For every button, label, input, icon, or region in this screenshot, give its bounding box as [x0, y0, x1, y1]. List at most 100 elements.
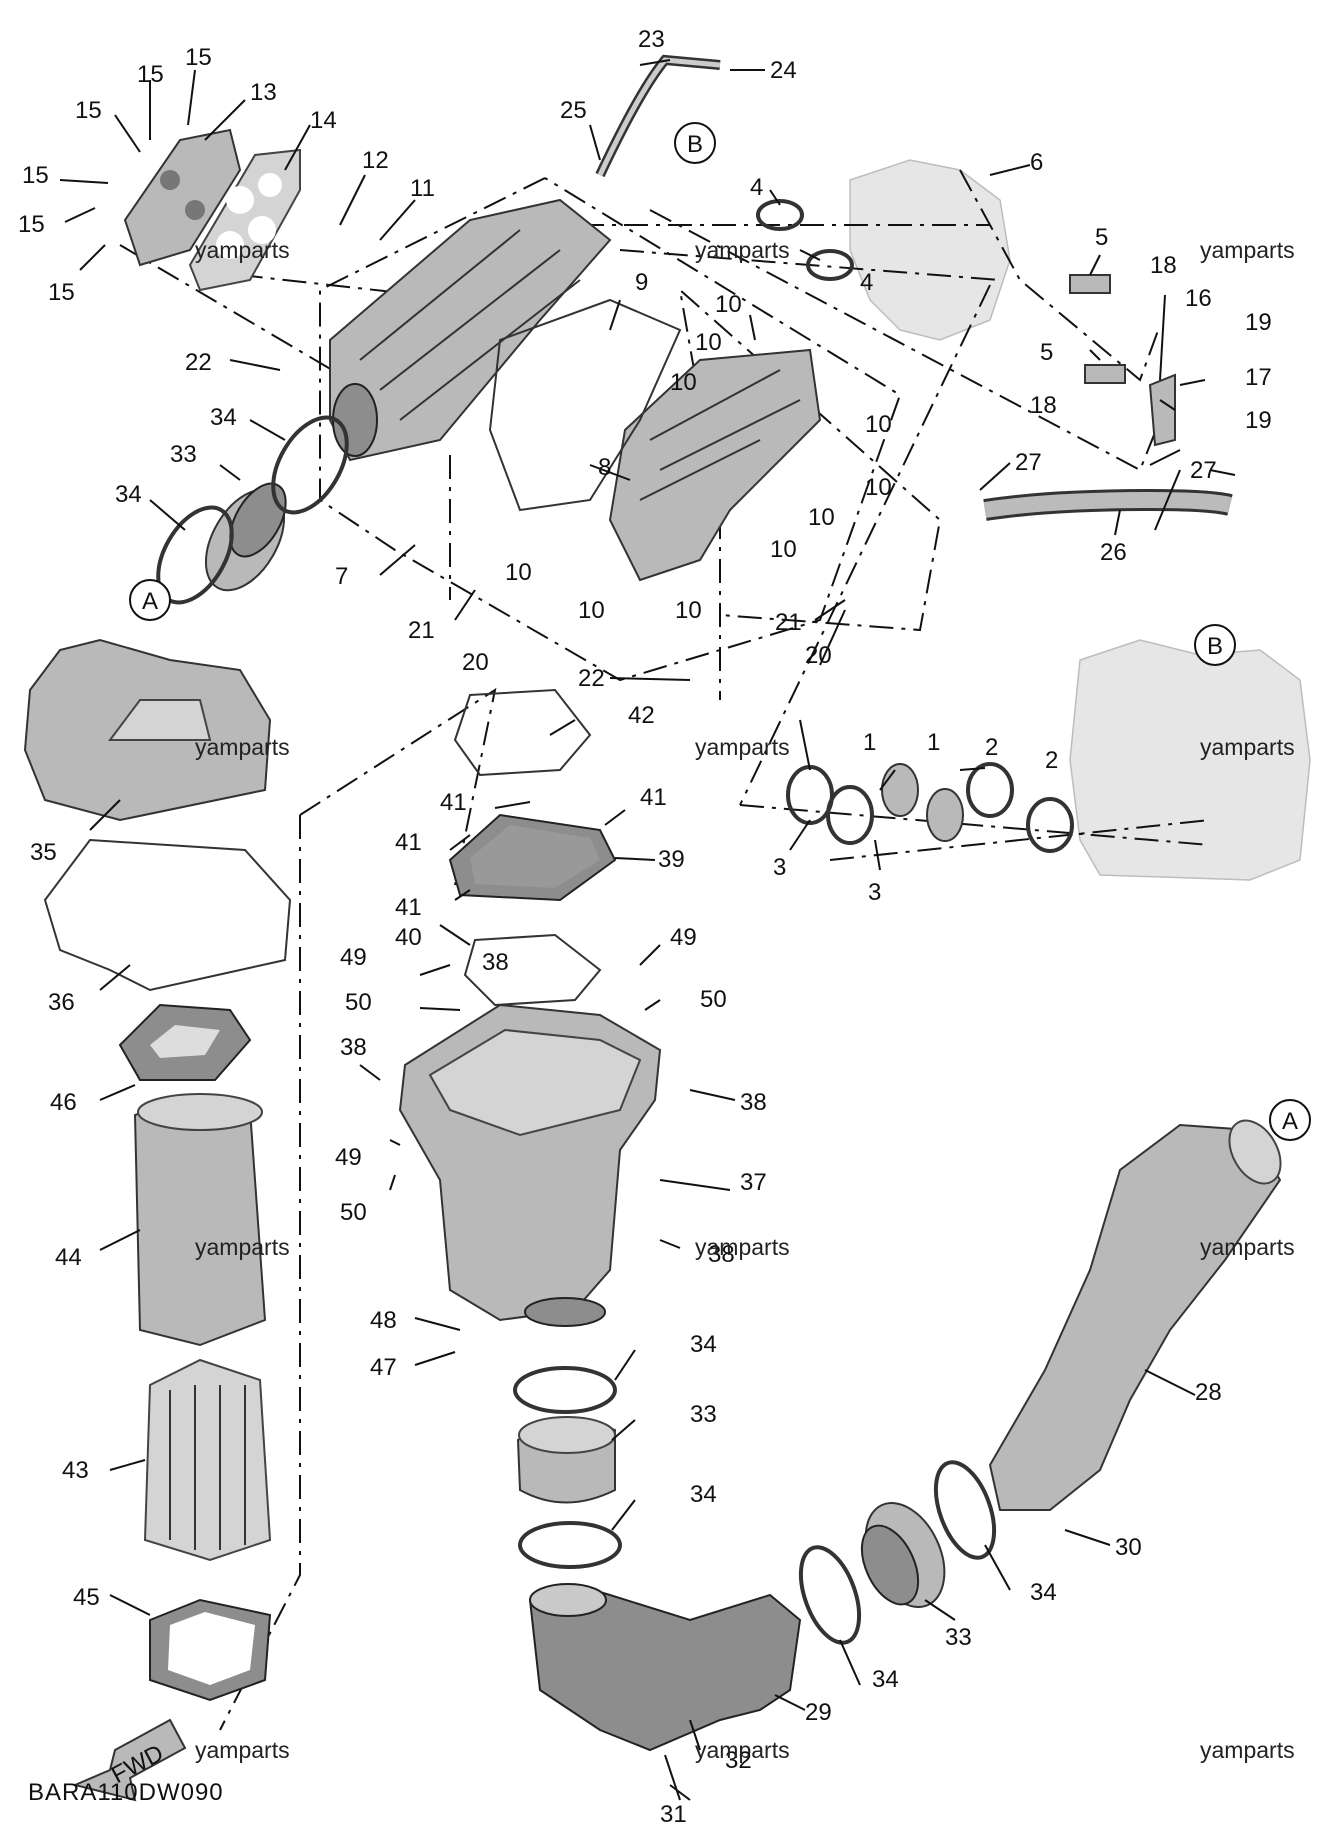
callout-20: 20: [462, 649, 489, 676]
callout-1: 1: [863, 729, 876, 756]
callout-10: 10: [865, 474, 892, 501]
watermark: yamparts: [195, 734, 290, 760]
callout-22: 22: [185, 349, 212, 376]
leader-lines: [59, 59, 1236, 1801]
callout-7: 7: [335, 563, 348, 590]
watermark: yamparts: [195, 1234, 290, 1260]
sensor-18: [1069, 274, 1126, 384]
callout-10: 10: [808, 504, 835, 531]
filter-44: [133, 1093, 267, 1347]
watermark: yamparts: [695, 1234, 790, 1260]
ref-b-right: B: [1194, 624, 1236, 666]
callout-10: 10: [695, 329, 722, 356]
callout-39: 39: [658, 846, 685, 873]
watermark: yamparts: [195, 237, 290, 263]
svg-text:B: B: [687, 131, 703, 158]
callout-labels: 15 15 15 15 15 15 13 14 12 11 22 34 33 3…: [18, 26, 1272, 1828]
ref-a-right: A: [1269, 1099, 1311, 1141]
duct-29: [528, 1583, 802, 1752]
ref-a-top: A: [129, 579, 171, 621]
watermark: yamparts: [695, 237, 790, 263]
top-cover-35: [23, 638, 272, 822]
hose-26: [983, 488, 1233, 521]
callout-41: 41: [440, 789, 467, 816]
callout-34: 34: [690, 1331, 717, 1358]
callout-5: 5: [1095, 224, 1108, 251]
watermark: yamparts: [195, 1737, 290, 1763]
gasket-14: [188, 148, 301, 292]
svg-text:B: B: [1207, 633, 1223, 660]
callout-46: 46: [50, 1089, 77, 1116]
frame-45: [149, 1598, 272, 1702]
callout-44: 44: [55, 1244, 82, 1271]
callout-10: 10: [505, 559, 532, 586]
frame-46: [118, 1003, 252, 1081]
callout-45: 45: [73, 1584, 100, 1611]
callout-21: 21: [408, 617, 435, 644]
callout-34: 34: [1030, 1579, 1057, 1606]
callout-15: 15: [137, 61, 164, 88]
callout-2: 2: [1045, 747, 1058, 774]
callout-25: 25: [560, 97, 587, 124]
watermark: yamparts: [695, 1737, 790, 1763]
seal-40: [463, 933, 602, 1007]
callout-33: 33: [690, 1401, 717, 1428]
callout-38: 38: [740, 1089, 767, 1116]
callout-38: 38: [708, 1241, 735, 1268]
callout-24: 24: [770, 57, 797, 84]
callout-50: 50: [700, 986, 727, 1013]
callout-10: 10: [670, 369, 697, 396]
callout-28: 28: [1195, 1379, 1222, 1406]
joints-1-2-3: [786, 762, 1074, 853]
callout-12: 12: [362, 147, 389, 174]
element-39: [448, 813, 617, 902]
callout-50: 50: [340, 1199, 367, 1226]
callout-49: 49: [335, 1144, 362, 1171]
callout-35: 35: [30, 839, 57, 866]
plate-13: [123, 128, 242, 267]
callout-3: 3: [868, 879, 881, 906]
callout-40: 40: [395, 924, 422, 951]
callout-31: 31: [660, 1801, 687, 1828]
callout-33: 33: [170, 441, 197, 468]
callout-49: 49: [340, 944, 367, 971]
callout-22: 22: [578, 665, 605, 692]
callout-8: 8: [598, 454, 611, 481]
callout-29: 29: [805, 1699, 832, 1726]
watermark: yamparts: [1200, 237, 1295, 263]
engine-ghost-right: [1069, 639, 1311, 881]
watermark: yamparts: [695, 734, 790, 760]
clamp-rings-4: [756, 199, 854, 281]
callout-9: 9: [635, 269, 648, 296]
callout-17: 17: [1245, 364, 1272, 391]
engine-ghost-top: [849, 159, 1011, 341]
callout-33: 33: [945, 1624, 972, 1651]
callout-18: 18: [1150, 252, 1177, 279]
fwd-arrow: [71, 1718, 187, 1802]
callout-49: 49: [670, 924, 697, 951]
callout-11: 11: [410, 175, 435, 202]
callout-26: 26: [1100, 539, 1127, 566]
callout-48: 48: [370, 1307, 397, 1334]
watermark: yamparts: [1200, 1234, 1295, 1260]
callout-27: 27: [1190, 457, 1217, 484]
bracket-16: [1148, 373, 1176, 447]
callout-16: 16: [1185, 285, 1212, 312]
svg-text:A: A: [1282, 1108, 1298, 1135]
hose-23: [595, 54, 721, 178]
callout-15: 15: [75, 97, 102, 124]
callout-50: 50: [345, 989, 372, 1016]
watermark: yamparts: [1200, 734, 1295, 760]
gasket-9: [488, 298, 682, 512]
callout-34: 34: [690, 1481, 717, 1508]
callout-47: 47: [370, 1354, 397, 1381]
callout-6: 6: [1030, 149, 1043, 176]
callout-15: 15: [18, 211, 45, 238]
callout-4: 4: [860, 269, 873, 296]
callout-10: 10: [578, 597, 605, 624]
callout-30: 30: [1115, 1534, 1142, 1561]
callout-10: 10: [865, 411, 892, 438]
duct-28: [988, 1119, 1282, 1511]
callout-10: 10: [715, 291, 742, 318]
ref-b-top: B: [674, 122, 716, 164]
